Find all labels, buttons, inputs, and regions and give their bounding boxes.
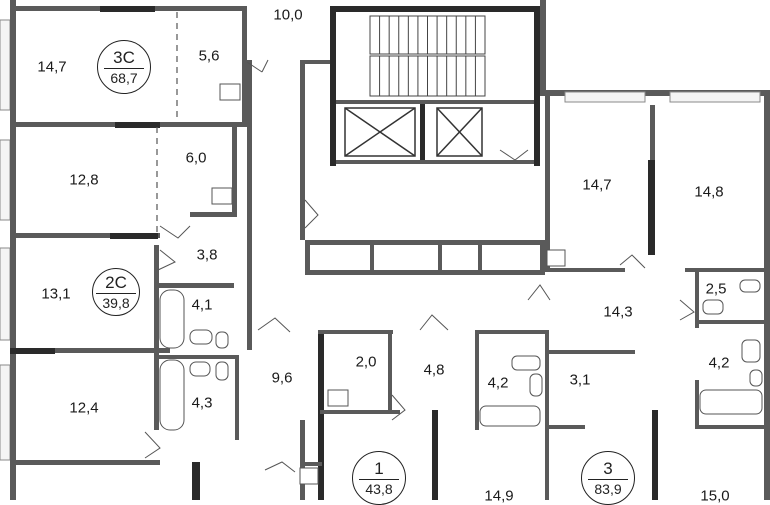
apartment-rooms: 3 [603, 459, 613, 478]
room-area: 14,7 [37, 58, 67, 76]
room-area: 6,0 [185, 149, 207, 167]
room-area: 4,3 [191, 394, 213, 412]
room-area: 14,3 [603, 303, 633, 321]
walls [10, 0, 770, 500]
room-area: 3,8 [196, 246, 218, 264]
room-area: 2,5 [705, 280, 727, 298]
right-windows [564, 91, 761, 103]
room-area: 10,0 [273, 6, 303, 24]
apartment-rooms: 2С [105, 273, 127, 292]
doors [144, 59, 695, 473]
room-area: 9,6 [271, 369, 293, 387]
room-area: 4,2 [708, 354, 730, 372]
room-area: 14,7 [582, 176, 612, 194]
room-area: 12,8 [69, 171, 99, 189]
apartment-badge-3c: 3С 68,7 [97, 40, 151, 94]
apartment-rooms: 1 [374, 459, 384, 478]
room-area: 5,6 [198, 47, 220, 65]
elevators [344, 107, 483, 157]
room-area: 4,2 [487, 374, 509, 392]
apartment-badge-1: 1 43,8 [352, 451, 406, 505]
apartment-total-area: 43,8 [365, 481, 393, 497]
apartment-rooms: 3С [113, 48, 135, 67]
room-area: 13,1 [41, 285, 71, 303]
room-area: 3,1 [569, 371, 591, 389]
room-area: 15,0 [700, 487, 730, 505]
apartment-total-area: 39,8 [102, 295, 130, 311]
apartment-badge-3: 3 83,9 [581, 451, 635, 505]
apartment-total-area: 83,9 [594, 481, 622, 497]
room-area: 2,0 [355, 353, 377, 371]
room-area: 12,4 [69, 399, 99, 417]
apartment-total-area: 68,7 [110, 70, 138, 86]
room-area: 14,9 [484, 487, 514, 505]
staircase [369, 15, 486, 97]
dashed-partitions [156, 12, 178, 233]
plumbing-fixtures [159, 83, 763, 485]
left-windows [0, 19, 11, 461]
room-area: 4,1 [191, 296, 213, 314]
room-area: 14,8 [694, 183, 724, 201]
room-area: 4,8 [423, 361, 445, 379]
apartment-badge-2c: 2С 39,8 [92, 268, 140, 316]
